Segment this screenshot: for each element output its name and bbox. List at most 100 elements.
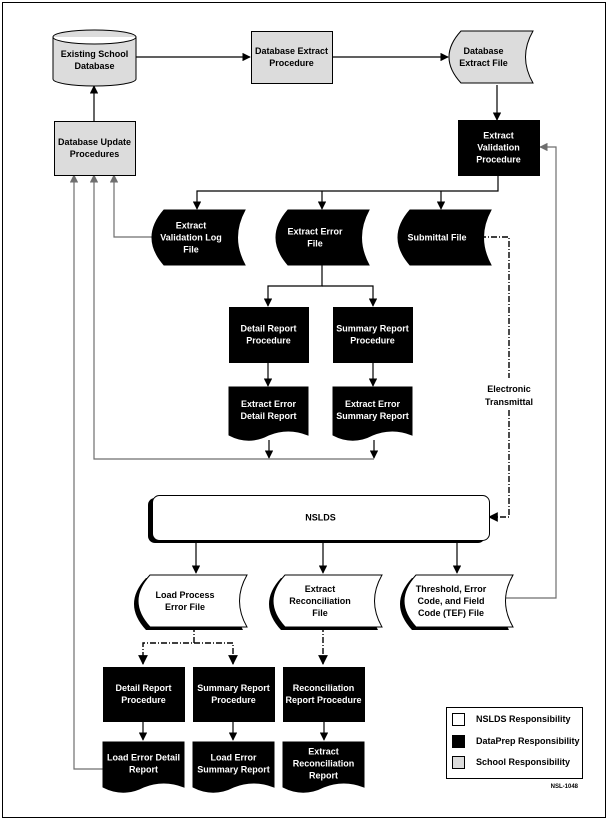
node-label: Validation <box>477 143 520 153</box>
node-label: Detail Report <box>115 683 171 693</box>
node-label: Database <box>74 61 114 71</box>
node-label: Reconciliation <box>289 596 351 606</box>
process-shape <box>103 667 185 722</box>
stored-data-shape <box>397 209 492 266</box>
node-label: File <box>183 245 199 255</box>
stored-data-shape <box>403 574 514 628</box>
node-label: Validation Log <box>160 233 222 243</box>
edge-error-file-split <box>263 265 323 307</box>
document-shape <box>332 386 413 441</box>
node-label: Load Process <box>155 590 214 600</box>
node-label: Code (TEF) File <box>418 608 484 618</box>
stored-data-shape <box>137 574 248 628</box>
legend-label-dataprep: DataPrep Responsibility <box>476 736 580 746</box>
node-label: Existing School <box>61 49 129 59</box>
process-shape <box>458 120 540 176</box>
document-shape <box>102 741 185 793</box>
node-label: Report <box>129 765 158 775</box>
node-label: Procedure <box>269 58 314 68</box>
node-label: Procedure <box>121 695 166 705</box>
edge-label-background <box>484 380 536 408</box>
stored-data-shape <box>272 574 383 628</box>
node-label: Extract <box>483 131 514 141</box>
node-submittal-file: Submittal File <box>397 209 492 266</box>
edge-load-error-split <box>138 626 195 665</box>
stored-data-shape <box>275 209 370 266</box>
cylinder-shape <box>52 29 137 87</box>
node-label: Database Extract <box>255 46 328 56</box>
process-shape <box>54 121 136 176</box>
edge-tef-to-validation <box>497 142 557 599</box>
node-label: Threshold, Error <box>416 584 487 594</box>
node-label: Summary Report <box>197 683 270 693</box>
edges <box>69 52 557 770</box>
edge-error-file-to-summary <box>322 285 378 307</box>
node-label: Load Error <box>210 753 257 763</box>
stored-data-shape <box>448 30 534 84</box>
node-label: Procedure <box>350 336 395 346</box>
node-label: Code, and Field <box>417 596 484 606</box>
document-shape <box>282 741 365 793</box>
node-label: Summary Report <box>336 411 409 421</box>
node-label: Reconciliation <box>293 759 355 769</box>
node-label: Extract File <box>459 58 508 68</box>
edge-submittal-to-nslds <box>480 236 510 517</box>
legend-swatch-nslds <box>452 713 465 726</box>
process-shape <box>283 667 365 722</box>
node-label: Error File <box>165 602 205 612</box>
node-label: Extract <box>305 584 336 594</box>
node-label: Procedure <box>211 695 256 705</box>
node-label: NSLDS <box>305 513 336 523</box>
legend-label-school: School Responsibility <box>476 757 570 767</box>
node-label: Summary Report <box>336 324 409 334</box>
node-label: Reconciliation <box>293 683 355 693</box>
figure-code: NSL-1048 <box>551 784 579 790</box>
node-label: Extract Error <box>345 399 401 409</box>
node-label: Submittal File <box>407 233 466 243</box>
node-label: Report <box>309 771 338 781</box>
node-label: Procedure <box>476 155 521 165</box>
legend-label-nslds: NSLDS Responsibility <box>476 714 571 724</box>
legend-swatch-dataprep <box>452 735 465 748</box>
process-shape <box>193 667 275 722</box>
rounded-process-shape <box>152 495 490 541</box>
document-shape <box>228 386 309 441</box>
process-shape <box>251 31 333 84</box>
node-label: Extract <box>308 747 339 757</box>
node-label: Extract Error <box>287 227 343 237</box>
edge-reports-to-update <box>89 174 374 460</box>
document-shape <box>192 741 275 793</box>
edge-validation-split <box>192 175 499 210</box>
node-label: Extract Error <box>241 399 297 409</box>
stored-data-shape <box>151 209 246 266</box>
node-label: Procedure <box>246 336 291 346</box>
edge-load-error-to-summary <box>194 642 238 665</box>
process-shape <box>333 307 413 363</box>
edge-label-electronic: Electronic <box>487 384 531 394</box>
node-label: Database Update <box>58 137 131 147</box>
process-shape <box>229 307 309 363</box>
node-label: Detail Report <box>240 411 296 421</box>
edge-log-to-update <box>109 174 152 238</box>
legend: NSLDS Responsibility DataPrep Responsibi… <box>446 707 583 779</box>
node-label: Procedures <box>70 149 120 159</box>
node-nslds: NSLDS <box>148 495 490 543</box>
node-label: File <box>307 239 323 249</box>
